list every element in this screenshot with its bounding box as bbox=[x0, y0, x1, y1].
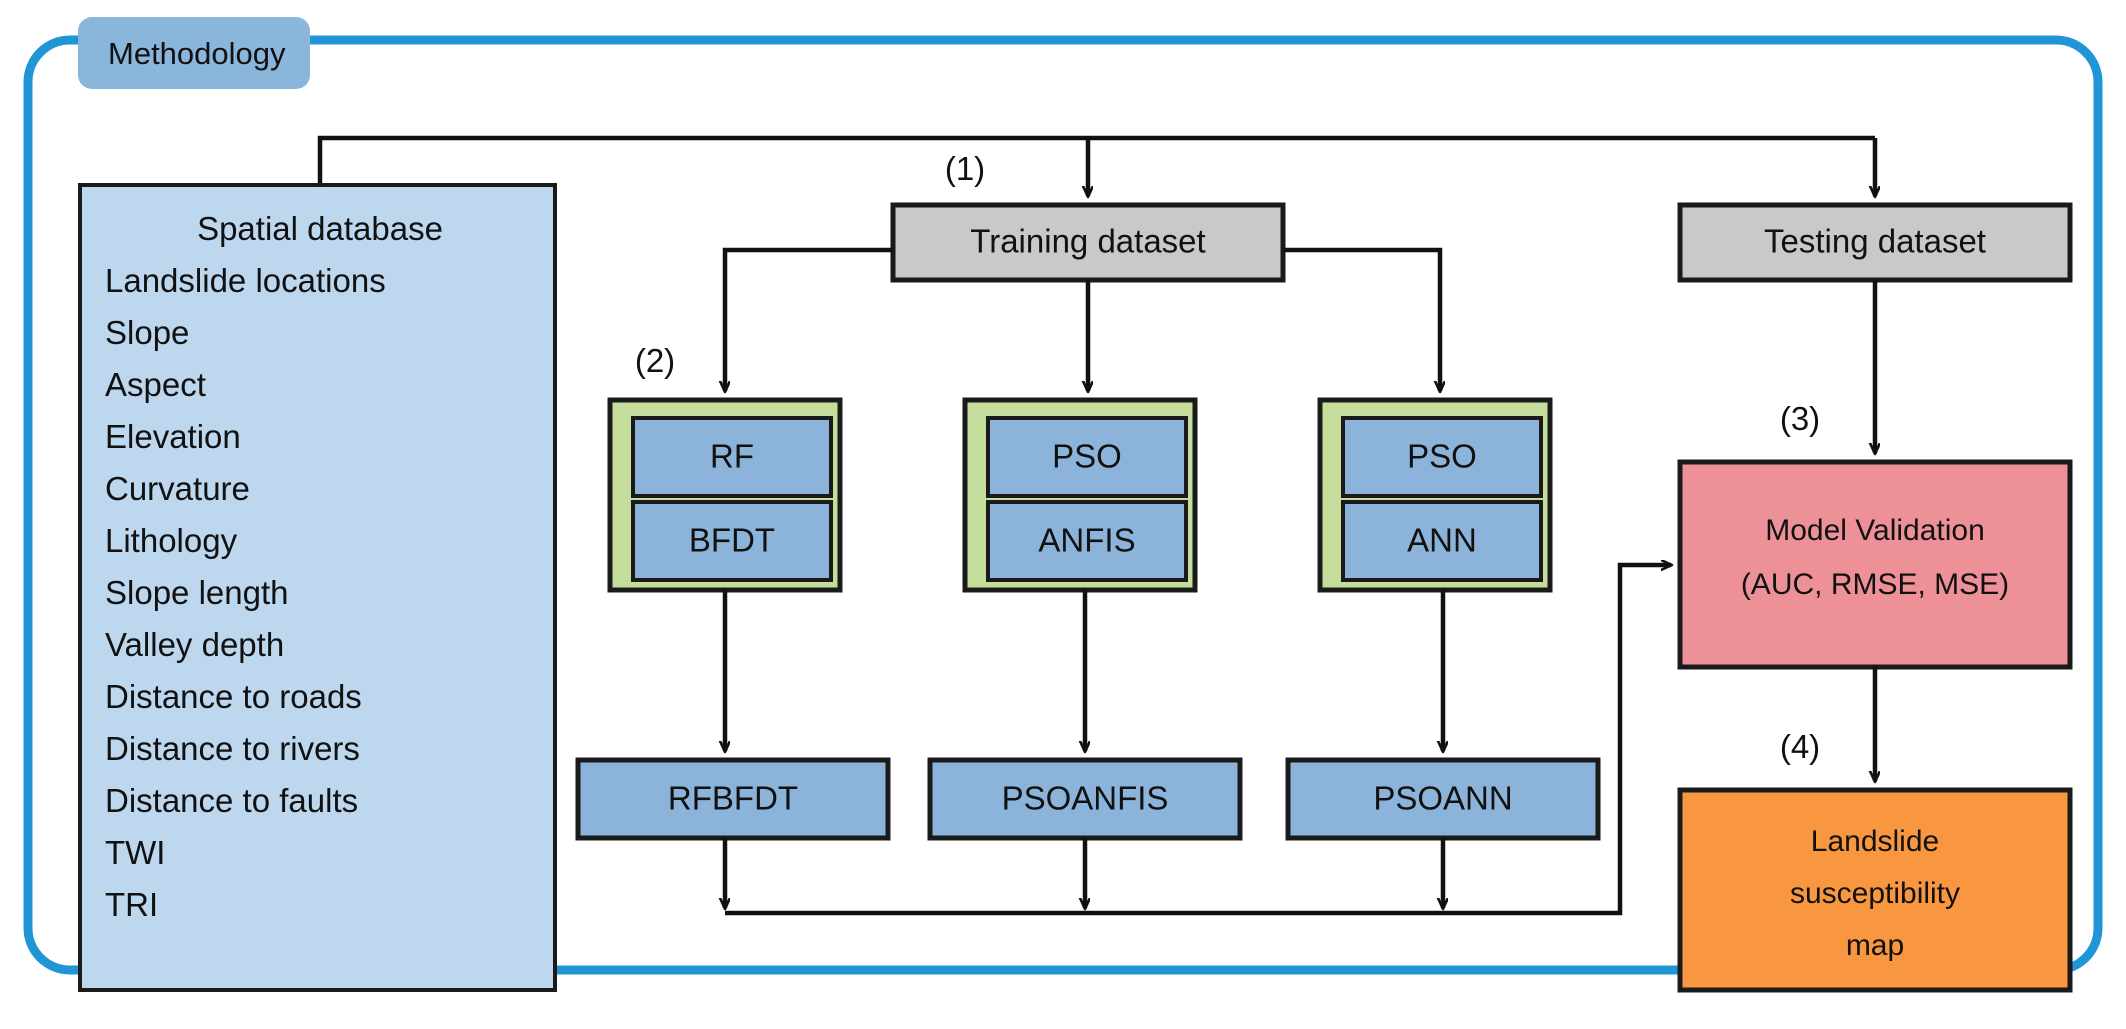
psoann-label: PSOANN bbox=[1373, 780, 1512, 817]
db-item-7: Valley depth bbox=[105, 626, 284, 663]
db-item-11: TWI bbox=[105, 834, 165, 871]
training-dataset-label: Training dataset bbox=[970, 223, 1205, 260]
step-label-3: (3) bbox=[1780, 400, 1820, 437]
db-item-2: Aspect bbox=[105, 366, 206, 403]
db-item-0: Landslide locations bbox=[105, 262, 386, 299]
edge-training-left bbox=[725, 247, 893, 391]
spatial-database-box bbox=[78, 183, 557, 992]
training-dataset-box bbox=[890, 202, 1286, 283]
db-item-5: Lithology bbox=[105, 522, 238, 559]
landslide-map-line1: Landslide bbox=[1811, 825, 1939, 858]
db-item-12: TRI bbox=[105, 886, 158, 923]
model-validation-box bbox=[1677, 459, 2073, 670]
db-item-3: Elevation bbox=[105, 418, 241, 455]
testing-dataset-box bbox=[1677, 202, 2073, 283]
methodology-frame bbox=[23, 35, 2103, 975]
db-item-6: Slope length bbox=[105, 574, 288, 611]
pso-top-box-1 bbox=[986, 416, 1188, 498]
rf-label: RF bbox=[710, 438, 754, 475]
pso-label-1: PSO bbox=[1052, 438, 1122, 475]
rfbfdt-label: RFBFDT bbox=[668, 780, 798, 817]
bfdt-box bbox=[631, 500, 833, 582]
model-validation-line2: (AUC, RMSE, MSE) bbox=[1741, 568, 2009, 601]
psoanfis-box bbox=[927, 757, 1243, 841]
anfis-label: ANFIS bbox=[1038, 522, 1135, 559]
ann-box bbox=[1341, 500, 1543, 582]
pso-top-box-2 bbox=[1341, 416, 1543, 498]
landslide-map-line3: map bbox=[1846, 929, 1904, 962]
methodology-tab bbox=[78, 17, 310, 89]
edge-training-right bbox=[1283, 247, 1440, 391]
pso-label-2: PSO bbox=[1407, 438, 1477, 475]
landslide-map-box bbox=[1677, 787, 2073, 993]
bfdt-label: BFDT bbox=[689, 522, 775, 559]
psoanfis-label: PSOANFIS bbox=[1002, 780, 1169, 817]
spatial-database-title: Spatial database bbox=[197, 210, 443, 247]
landslide-map-line2: susceptibility bbox=[1790, 877, 1960, 910]
db-item-1: Slope bbox=[105, 314, 189, 351]
ann-label: ANN bbox=[1407, 522, 1477, 559]
methodology-tab-label: Methodology bbox=[108, 36, 286, 71]
anfis-box bbox=[986, 500, 1188, 582]
db-item-8: Distance to roads bbox=[105, 678, 362, 715]
db-item-10: Distance to faults bbox=[105, 782, 358, 819]
edge-db-to-bus bbox=[317, 135, 1875, 185]
step-label-1: (1) bbox=[945, 150, 985, 187]
db-item-9: Distance to rivers bbox=[105, 730, 360, 767]
edge-bottom-bus-to-validation bbox=[725, 565, 1671, 916]
step-label-4: (4) bbox=[1780, 728, 1820, 765]
step-label-2: (2) bbox=[635, 342, 675, 379]
psoann-box bbox=[1285, 757, 1601, 841]
rfbfdt-box bbox=[575, 757, 891, 841]
rf-box bbox=[631, 416, 833, 498]
db-item-4: Curvature bbox=[105, 470, 250, 507]
model-validation-line1: Model Validation bbox=[1765, 514, 1985, 547]
testing-dataset-label: Testing dataset bbox=[1764, 223, 1986, 260]
